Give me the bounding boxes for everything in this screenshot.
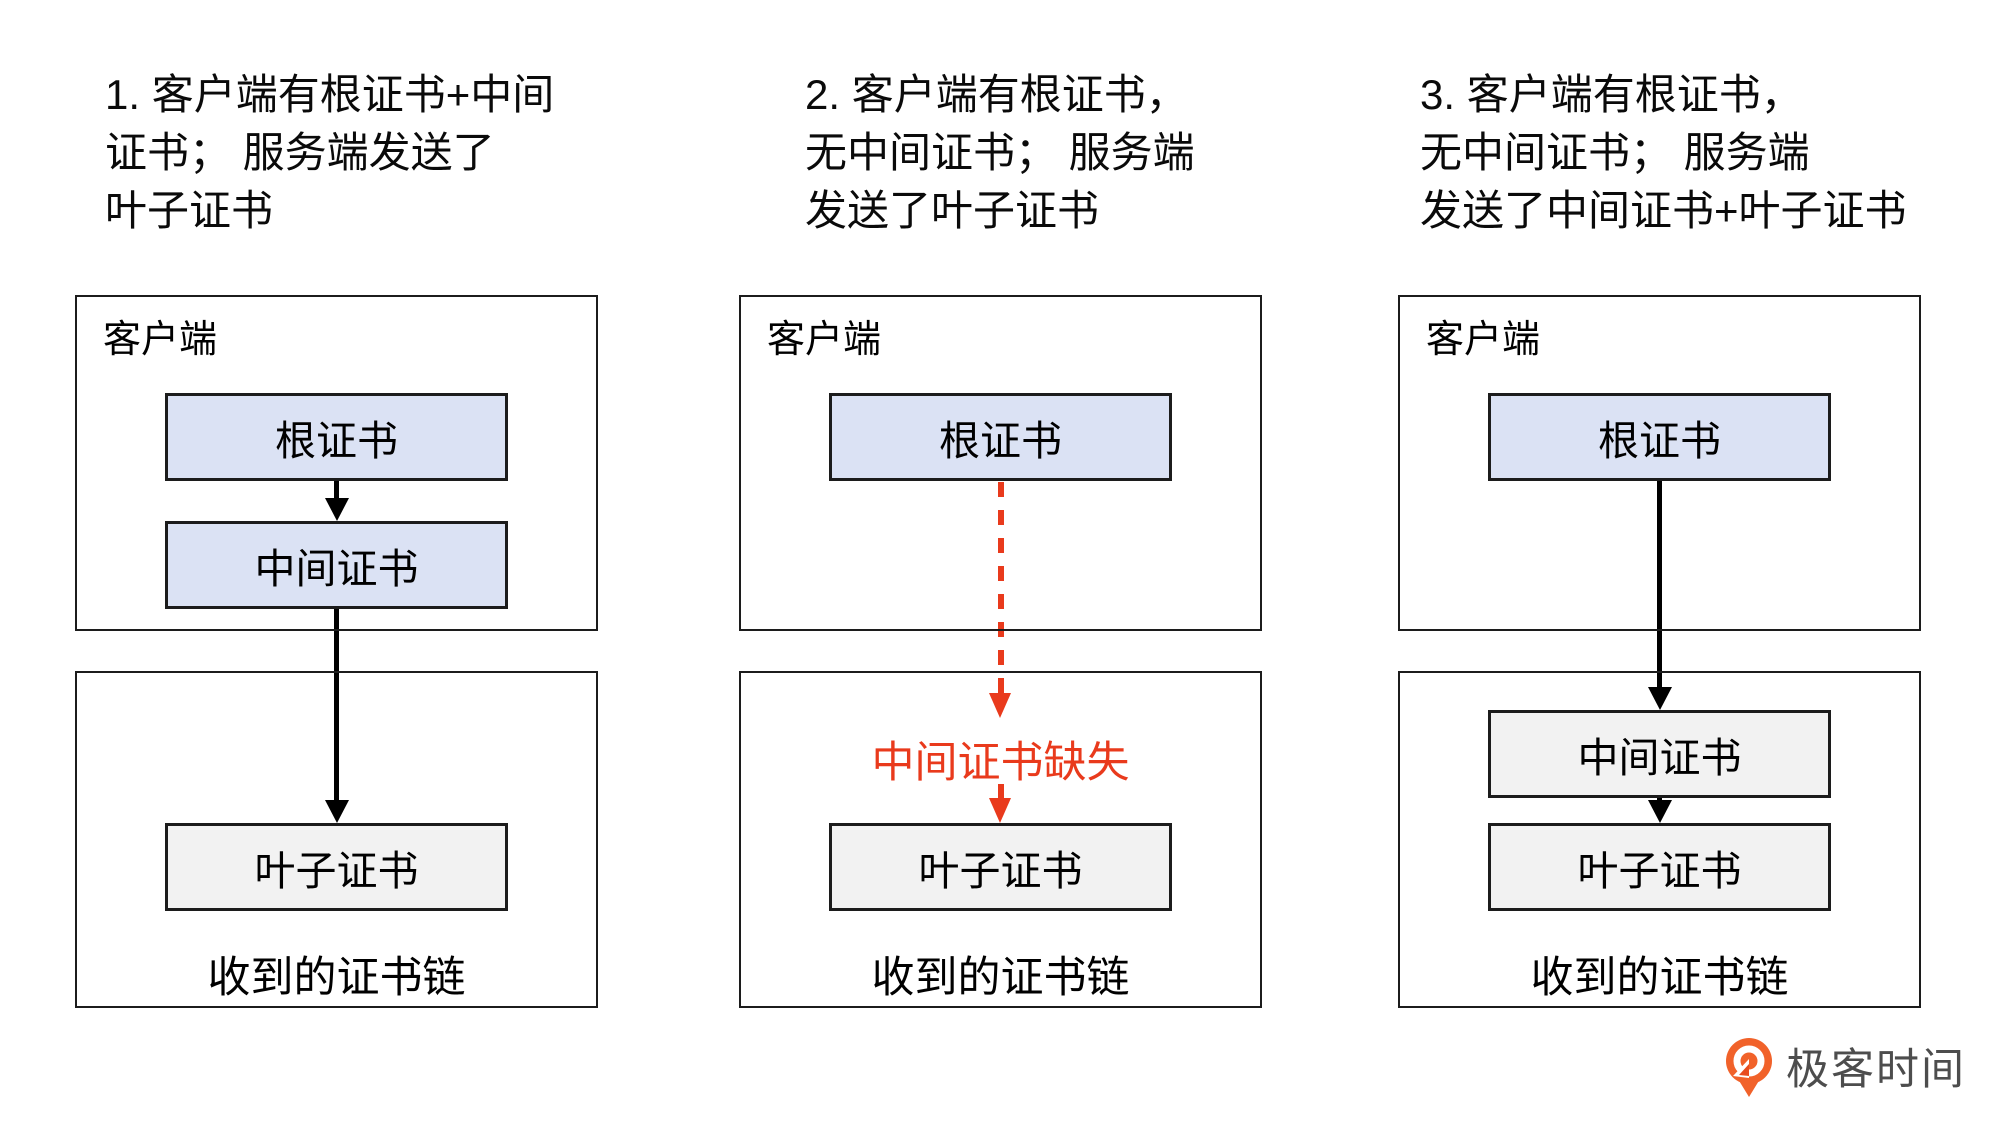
scenario-3-heading: 3. 客户端有根证书， 无中间证书； 服务端 发送了中间证书+叶子证书 <box>1420 66 1907 240</box>
root-cert-label: 根证书 <box>1598 418 1721 464</box>
leaf-cert-label: 叶子证书 <box>1577 848 1742 894</box>
arrow-root-to-intermediate <box>1657 481 1662 690</box>
leaf-cert-box: 叶子证书 <box>165 823 508 911</box>
panel-2: 2. 客户端有根证书， 无中间证书； 服务端 发送了叶子证书 客户端 根证书 中… <box>739 0 1262 1125</box>
arrow-head-icon <box>1648 687 1672 710</box>
heading-line: 1. 客户端有根证书+中间 <box>105 71 555 118</box>
intermediate-cert-label: 中间证书 <box>254 546 419 592</box>
intermediate-cert-label: 中间证书 <box>1577 735 1742 781</box>
geektime-logo: 极客时间 <box>1722 1036 1966 1102</box>
red-arrow-head-icon <box>989 798 1011 823</box>
leaf-cert-label: 叶子证书 <box>918 848 1083 894</box>
intermediate-cert-box: 中间证书 <box>1488 710 1831 798</box>
heading-line: 无中间证书； 服务端 <box>805 129 1195 176</box>
geektime-logo-text: 极客时间 <box>1786 1046 1966 1094</box>
root-cert-label: 根证书 <box>939 418 1062 464</box>
heading-line: 发送了叶子证书 <box>805 187 1100 234</box>
arrow-root-to-intermediate <box>334 481 339 503</box>
heading-line: 叶子证书 <box>105 187 274 234</box>
arrow-intermediate-to-leaf <box>334 609 339 801</box>
root-cert-box: 根证书 <box>165 393 508 481</box>
leaf-cert-label: 叶子证书 <box>254 848 419 894</box>
client-box <box>1398 295 1921 631</box>
heading-line: 3. 客户端有根证书， <box>1420 71 1803 118</box>
root-cert-box: 根证书 <box>1488 393 1831 481</box>
scenario-1-heading: 1. 客户端有根证书+中间 证书； 服务端发送了 叶子证书 <box>105 66 554 240</box>
leaf-cert-box: 叶子证书 <box>1488 823 1831 911</box>
received-chain-box <box>1398 671 1921 1008</box>
heading-line: 无中间证书； 服务端 <box>1420 129 1810 176</box>
leaf-cert-box: 叶子证书 <box>829 823 1172 911</box>
client-label: 客户端 <box>103 319 218 361</box>
arrow-head-icon <box>325 800 349 823</box>
arrow-head-icon <box>1648 800 1672 823</box>
heading-line: 发送了中间证书+叶子证书 <box>1420 187 1907 234</box>
received-chain-box <box>75 671 598 1008</box>
arrow-head-icon <box>325 498 349 521</box>
received-chain-label: 收到的证书链 <box>207 954 466 1002</box>
heading-line: 证书； 服务端发送了 <box>105 129 495 176</box>
geektime-pin-icon <box>1726 1038 1772 1097</box>
client-box <box>739 295 1262 631</box>
received-chain-box <box>739 671 1262 1008</box>
missing-intermediate-label: 中间证书缺失 <box>871 739 1130 787</box>
received-chain-label: 收到的证书链 <box>871 954 1130 1002</box>
scenario-2-heading: 2. 客户端有根证书， 无中间证书； 服务端 发送了叶子证书 <box>805 66 1195 240</box>
client-label: 客户端 <box>1426 319 1541 361</box>
client-label: 客户端 <box>767 319 882 361</box>
panel-3: 3. 客户端有根证书， 无中间证书； 服务端 发送了中间证书+叶子证书 客户端 … <box>1398 0 1921 1125</box>
heading-line: 2. 客户端有根证书， <box>805 71 1188 118</box>
intermediate-cert-box: 中间证书 <box>165 521 508 609</box>
missing-chain-dashed-arrow <box>998 784 1004 799</box>
red-arrow-head-icon <box>989 693 1011 718</box>
root-cert-box: 根证书 <box>829 393 1172 481</box>
client-box <box>75 295 598 631</box>
missing-chain-dashed-arrow <box>998 482 1004 694</box>
root-cert-label: 根证书 <box>275 418 398 464</box>
received-chain-label: 收到的证书链 <box>1530 954 1789 1002</box>
panel-1: 1. 客户端有根证书+中间 证书； 服务端发送了 叶子证书 客户端 根证书 中间… <box>75 0 598 1125</box>
